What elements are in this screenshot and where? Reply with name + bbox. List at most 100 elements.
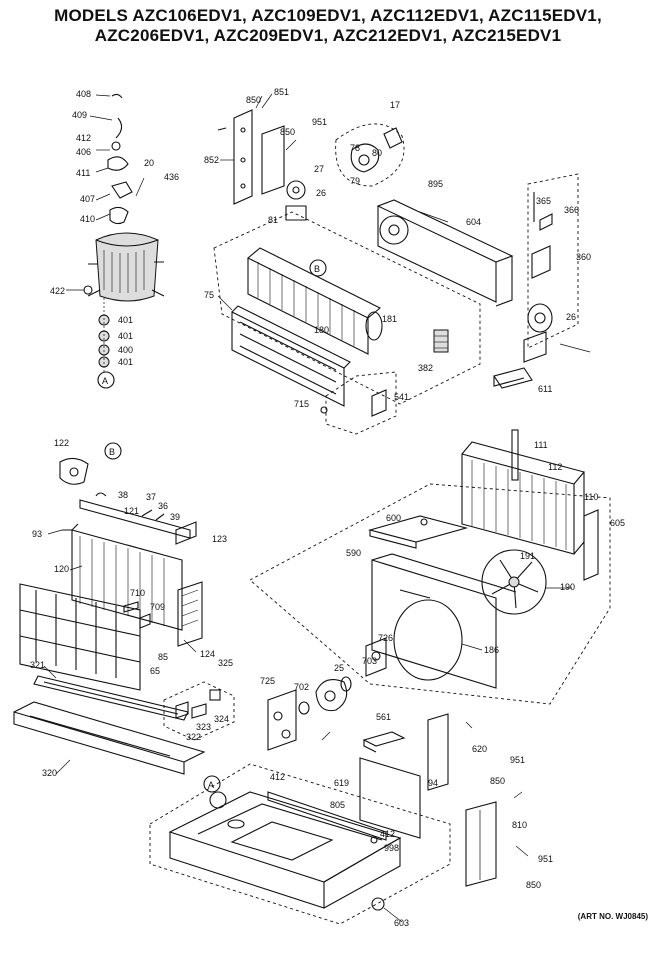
callout-365: 365 — [536, 196, 551, 206]
callout-726: 726 — [378, 633, 393, 643]
callout-852: 852 — [204, 155, 219, 165]
callout-123: 123 — [212, 534, 227, 544]
callout-323: 323 — [196, 722, 211, 732]
callout-850-b: 850 — [280, 127, 295, 137]
callout-810: 810 — [512, 820, 527, 830]
callout-321: 321 — [30, 660, 45, 670]
models-header: MODELS AZC106EDV1, AZC109EDV1, AZC112EDV… — [0, 6, 656, 46]
reference-b-top: B — [314, 264, 320, 274]
callout-412: 412 — [76, 133, 91, 143]
callout-611: 611 — [538, 384, 552, 394]
callout-620: 620 — [472, 744, 487, 754]
callout-412-b: 412 — [270, 772, 285, 782]
callout-702: 702 — [294, 682, 309, 692]
callout-186: 186 — [484, 645, 499, 655]
callout-590: 590 — [346, 548, 361, 558]
callout-619: 619 — [334, 778, 349, 788]
callout-703: 703 — [362, 656, 377, 666]
art-number-label: (ART NO. WJ0845) — [577, 912, 648, 921]
callout-324: 324 — [214, 714, 229, 724]
reference-a-top: A — [102, 376, 108, 386]
callout-436: 436 — [164, 172, 179, 182]
callout-labels: 408 409 412 406 411 20 436 407 410 422 4… — [30, 87, 625, 928]
callout-422: 422 — [50, 286, 65, 296]
callout-561: 561 — [376, 712, 391, 722]
reference-b-lower: B — [109, 447, 115, 457]
callout-122: 122 — [54, 438, 69, 448]
callout-39: 39 — [170, 512, 180, 522]
callout-36: 36 — [158, 501, 168, 511]
callout-17: 17 — [390, 100, 400, 110]
callout-190: 190 — [560, 582, 575, 592]
callout-951-a: 951 — [312, 117, 327, 127]
callout-541: 541 — [394, 392, 409, 402]
callout-120: 120 — [54, 564, 69, 574]
models-header-line-2: AZC206EDV1, AZC209EDV1, AZC212EDV1, AZC2… — [94, 26, 562, 45]
callout-93: 93 — [32, 529, 42, 539]
callout-603: 603 — [394, 918, 409, 928]
callout-895: 895 — [428, 179, 443, 189]
callout-25: 25 — [334, 663, 344, 673]
condenser-fan-assembly — [249, 429, 611, 705]
models-header-line-1: MODELS AZC106EDV1, AZC109EDV1, AZC112EDV… — [54, 6, 602, 25]
callout-366: 366 — [564, 205, 579, 215]
callout-382: 382 — [418, 363, 433, 373]
callout-600: 600 — [386, 513, 401, 523]
callout-111: 111 — [534, 440, 548, 450]
front-panel-assembly — [13, 442, 235, 775]
callout-998: 998 — [384, 843, 399, 853]
compressor-assembly — [83, 93, 165, 389]
callout-20: 20 — [144, 158, 154, 168]
callout-124: 124 — [200, 649, 215, 659]
callout-38-a: 38 — [118, 490, 128, 500]
callout-805: 805 — [330, 800, 345, 810]
callout-851: 851 — [274, 87, 289, 97]
callout-850-d: 850 — [526, 880, 541, 890]
callout-112: 112 — [548, 462, 562, 472]
callout-180: 180 — [314, 325, 329, 335]
callout-85: 85 — [158, 652, 168, 662]
callout-79: 79 — [350, 176, 360, 186]
callout-322: 322 — [186, 732, 201, 742]
callout-401-a: 401 — [118, 315, 133, 325]
callout-408: 408 — [76, 89, 91, 99]
callout-80: 80 — [372, 148, 382, 158]
callout-191: 191 — [520, 551, 535, 561]
callout-725: 725 — [260, 676, 275, 686]
callout-37: 37 — [146, 492, 156, 502]
reference-a-base: A — [208, 780, 214, 790]
callout-951-c: 951 — [538, 854, 553, 864]
motor-base-assembly — [149, 637, 529, 925]
callout-409: 409 — [72, 110, 87, 120]
callout-401-b: 401 — [118, 331, 133, 341]
callout-94: 94 — [428, 778, 438, 788]
callout-410: 410 — [80, 214, 95, 224]
callout-406: 406 — [76, 147, 91, 157]
callout-709: 709 — [150, 602, 165, 612]
callout-850-a: 850 — [246, 95, 261, 105]
callout-407: 407 — [80, 194, 95, 204]
callout-951-b: 951 — [510, 755, 525, 765]
callout-65: 65 — [150, 666, 160, 676]
callout-78: 78 — [350, 143, 360, 153]
callout-605: 605 — [610, 518, 625, 528]
blower-scroll-assembly — [213, 93, 591, 435]
callout-401-c: 401 — [118, 357, 133, 367]
callout-400: 400 — [118, 345, 133, 355]
leader-lines — [43, 94, 572, 923]
callout-604: 604 — [466, 217, 481, 227]
callout-181: 181 — [382, 314, 397, 324]
callout-81: 81 — [268, 215, 278, 225]
callout-27: 27 — [314, 164, 324, 174]
callout-325: 325 — [218, 658, 233, 668]
callout-121: 121 — [124, 506, 139, 516]
callout-26-b: 26 — [566, 312, 576, 322]
callout-320: 320 — [42, 768, 57, 778]
callout-26-a: 26 — [316, 188, 326, 198]
callout-110: 110 — [584, 492, 598, 502]
callout-360: 360 — [576, 252, 591, 262]
callout-850-c: 850 — [490, 776, 505, 786]
callout-411: 411 — [76, 168, 90, 178]
callout-710: 710 — [130, 588, 145, 598]
